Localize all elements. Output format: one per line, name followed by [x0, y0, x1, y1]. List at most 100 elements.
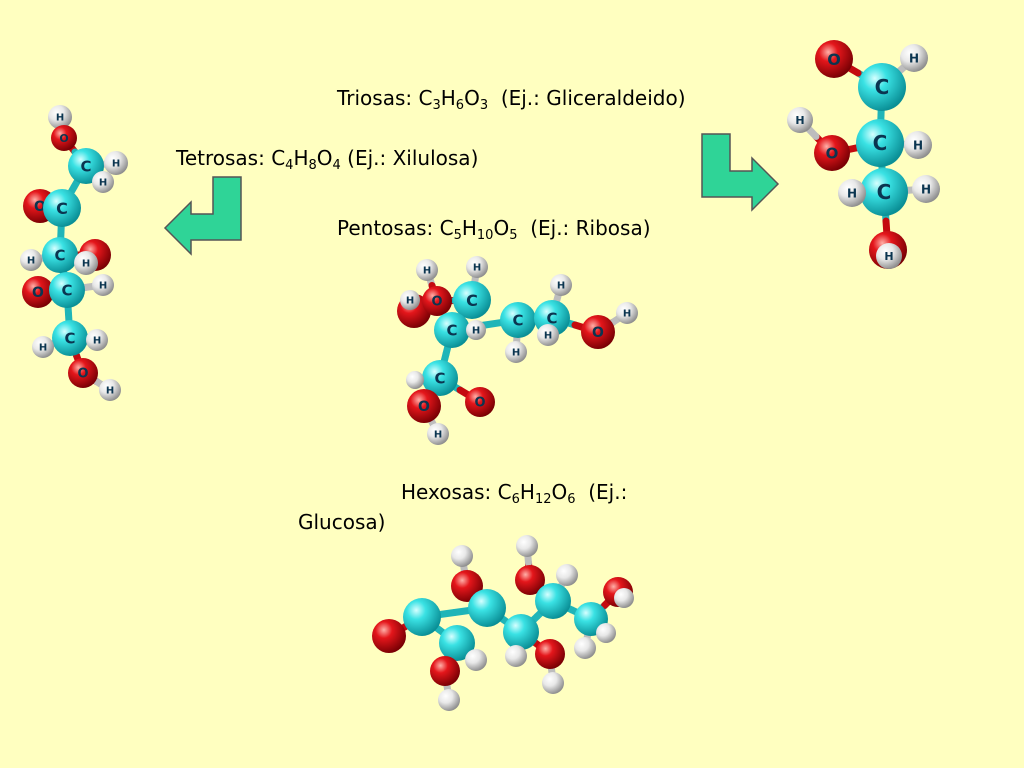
oxygen-atom-label: O: [826, 144, 839, 162]
tetrosas-label: Tetrosas: C4H8O4 (Ej.: Xilulosa): [176, 146, 479, 173]
hydrogen-atom: [438, 689, 460, 711]
hydrogen-atom: [466, 256, 488, 278]
carbon-atom: [49, 272, 85, 308]
oxygen-atom: [68, 358, 98, 388]
hydrogen-atom-label: H: [473, 263, 481, 274]
hydrogen-atom: [20, 249, 42, 271]
hydrogen-atom-label: H: [472, 326, 480, 337]
hydrogen-atom-label: H: [106, 386, 114, 397]
carbon-atom-label: C: [875, 75, 890, 99]
hydrogen-atom-label: H: [512, 348, 520, 359]
hydrogen-atom-label: H: [99, 281, 107, 292]
hydrogen-atom-label: H: [423, 266, 431, 277]
carbon-atom: [535, 583, 571, 619]
carbon-atom: [860, 168, 908, 216]
hydrogen-atom: [451, 545, 473, 567]
hydrogen-atom: [516, 535, 538, 557]
arrow-down-right-icon: [701, 133, 780, 212]
hydrogen-atom-label: H: [623, 309, 631, 320]
carbon-atom-label: C: [434, 369, 445, 387]
hydrogen-atom-label: H: [39, 343, 47, 354]
oxygen-atom-label: O: [77, 367, 88, 382]
hydrogen-atom: [99, 379, 121, 401]
hydrogen-atom-label: H: [99, 178, 107, 189]
oxygen-atom-label: O: [827, 50, 841, 69]
oxygen-atom: [581, 315, 615, 349]
hydrogen-atom: [550, 274, 572, 296]
carbon-atom-label: C: [877, 180, 892, 204]
carbon-atom: [500, 302, 536, 338]
hydrogen-atom: [537, 324, 559, 346]
carbon-atom-label: C: [446, 321, 457, 339]
hydrogen-atom: [416, 259, 438, 281]
carbon-atom-label: C: [80, 157, 91, 175]
hydrogen-atom: [505, 645, 527, 667]
carbon-atom-label: C: [64, 329, 75, 347]
oxygen-atom: [535, 639, 565, 669]
hydrogen-atom-label: H: [847, 186, 857, 200]
hydrogen-atom-label: H: [913, 138, 923, 152]
pentosas-label: Pentosas: C5H10O5 (Ej.: Ribosa): [337, 216, 651, 243]
carbon-atom-label: C: [512, 311, 523, 329]
oxygen-atom-label: O: [34, 199, 46, 215]
hydrogen-atom: [574, 637, 596, 659]
hydrogen-atom: [427, 423, 449, 445]
carbon-atom: [503, 614, 539, 650]
hydrogen-atom: [465, 649, 487, 671]
carbon-atom: [439, 625, 475, 661]
hydrogen-atom: [912, 175, 940, 203]
oxygen-atom-label: O: [418, 399, 430, 415]
carbon-atom: [858, 63, 906, 111]
oxygen-atom-label: O: [592, 325, 604, 341]
hydrogen-atom: [838, 179, 866, 207]
hydrogen-atom-label: H: [434, 430, 442, 441]
hydrogen-atom: [48, 105, 72, 129]
hydrogen-atom: [400, 290, 420, 310]
hydrogen-atom: [616, 302, 638, 324]
hydrogen-atom: [92, 171, 114, 193]
carbon-atom-label: C: [873, 131, 888, 155]
hydrogen-atom: [74, 251, 98, 275]
oxygen-atom: [465, 387, 495, 417]
oxygen-atom-label: O: [431, 295, 442, 310]
hydrogen-atom-label: H: [406, 296, 414, 307]
hydrogen-atom: [505, 341, 527, 363]
hydrogen-atom-label: H: [56, 113, 64, 124]
hydrogen-atom: [406, 371, 424, 389]
hydrogen-atom: [104, 151, 128, 175]
hydrogen-atom-label: H: [27, 256, 35, 267]
hydrogen-atom: [900, 44, 928, 72]
hydrogen-atom: [92, 274, 114, 296]
carbon-atom: [403, 598, 441, 636]
triosas-label: Triosas: C3H6O3 (Ej.: Gliceraldeido): [337, 86, 686, 113]
hydrogen-atom: [466, 320, 486, 340]
hydrogen-atom: [86, 329, 108, 351]
hydrogen-atom: [596, 623, 616, 643]
hydrogen-atom: [904, 131, 932, 159]
hydrogen-atom-label: H: [884, 250, 893, 263]
carbon-atom-label: C: [56, 199, 68, 218]
carbon-atom-label: C: [54, 246, 65, 264]
hydrogen-atom-label: H: [82, 259, 90, 270]
oxygen-atom-label: O: [32, 285, 44, 301]
hexosas-label-line1: Hexosas: C6H12O6 (Ej.:: [401, 480, 628, 507]
oxygen-atom: [372, 619, 406, 653]
hydrogen-atom-label: H: [557, 281, 565, 292]
carbon-atom-label: C: [546, 309, 557, 327]
hydrogen-atom: [614, 588, 634, 608]
hydrogen-atom: [556, 564, 578, 586]
oxygen-atom: [407, 389, 441, 423]
hydrogen-atom-label: H: [921, 182, 931, 196]
oxygen-atom: [814, 135, 850, 171]
carbon-atom: [856, 119, 904, 167]
carbon-atom: [434, 312, 470, 348]
oxygen-atom: [22, 276, 54, 308]
oxygen-atom-label: O: [59, 132, 68, 145]
hydrogen-atom: [32, 336, 54, 358]
hydrogen-atom-label: H: [909, 51, 919, 65]
hexosas-label-line2: Glucosa): [298, 510, 386, 534]
carbon-atom: [422, 360, 458, 396]
